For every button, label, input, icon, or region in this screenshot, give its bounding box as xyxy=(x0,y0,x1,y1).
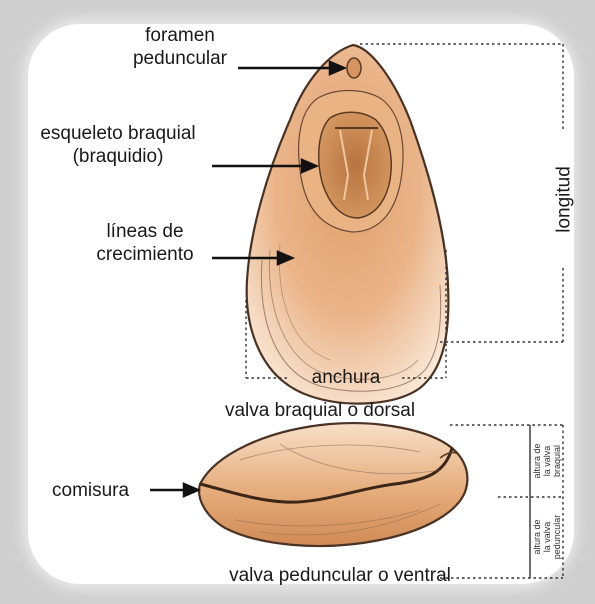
label-foramen-line2: peduncular xyxy=(120,47,240,70)
label-esqueleto-line2: (braquidio) xyxy=(28,145,208,168)
label-altura-peduncular-1: altura de xyxy=(532,505,542,569)
foramen-icon xyxy=(347,58,361,78)
label-lineas-line1: líneas de xyxy=(80,220,210,243)
label-comisura: comisura xyxy=(52,479,129,502)
label-esqueleto: esqueleto braquial (braquidio) xyxy=(28,122,208,168)
label-valva-braquial: valva braquial o dorsal xyxy=(180,399,460,422)
label-foramen-line1: foramen xyxy=(120,24,240,47)
label-esqueleto-line1: esqueleto braquial xyxy=(28,122,208,145)
label-altura-peduncular-3: peduncular xyxy=(552,505,562,569)
label-altura-braquial: altura de la valva braquial xyxy=(532,426,562,496)
label-longitud: longitud xyxy=(553,142,576,258)
label-lineas: líneas de crecimiento xyxy=(80,220,210,266)
label-altura-peduncular-2: la valva xyxy=(542,505,552,569)
label-valva-peduncular: valva peduncular o ventral xyxy=(180,564,500,587)
label-anchura: anchura xyxy=(290,366,402,389)
label-altura-peduncular: altura de la valva peduncular xyxy=(532,505,562,569)
label-altura-braquial-1: altura de xyxy=(532,426,542,496)
label-foramen: foramen peduncular xyxy=(120,24,240,70)
label-altura-braquial-3: braquial xyxy=(552,426,562,496)
label-altura-braquial-2: la valva xyxy=(542,426,552,496)
label-lineas-line2: crecimiento xyxy=(80,243,210,266)
